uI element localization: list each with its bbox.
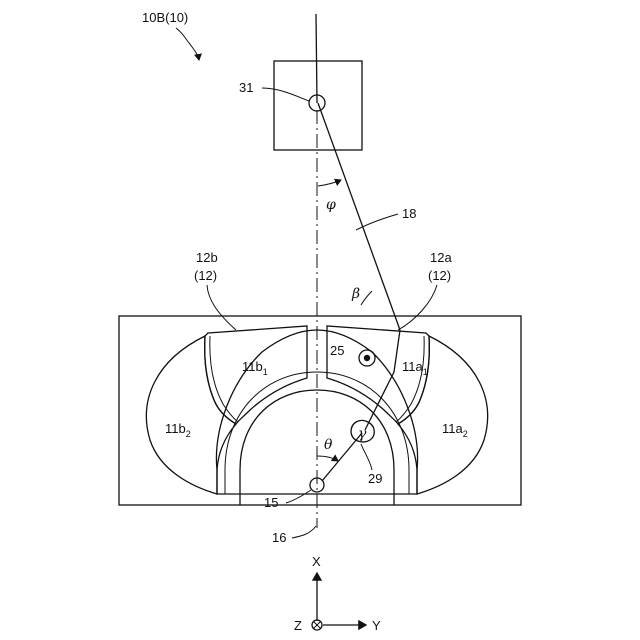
segment-11b2-label: 11b2 <box>165 421 191 439</box>
segment-11a1-label: 11a1 <box>402 359 428 377</box>
label-15: 15 <box>264 495 278 510</box>
axis-x-label: X <box>312 554 321 569</box>
label-31-leader <box>262 88 309 101</box>
axis-y-label: Y <box>372 618 381 633</box>
label-12a-parent: (12) <box>428 268 451 283</box>
label-12a: 12a <box>430 250 452 265</box>
label-12b-leader <box>207 285 236 330</box>
label-12b-parent: (12) <box>194 268 217 283</box>
label-16: 16 <box>272 530 286 545</box>
label-29: 29 <box>368 471 382 486</box>
vertical-input-line <box>316 14 317 103</box>
ref-main-leader <box>176 28 199 60</box>
segment-11b2 <box>146 336 236 494</box>
segment-11a1-inner-edge <box>396 336 424 422</box>
segment-11a2-label: 11a2 <box>442 421 468 439</box>
segment-11b1-label: 11b1 <box>242 359 268 377</box>
pin-25-inner <box>364 355 370 361</box>
label-31: 31 <box>239 80 253 95</box>
label-15-leader <box>286 490 311 503</box>
label-18: 18 <box>402 206 416 221</box>
segment-11b1-inner-edge <box>210 336 238 422</box>
arm-18-kink <box>394 330 400 372</box>
angle-beta-leader <box>361 291 372 305</box>
label-12b: 12b <box>196 250 218 265</box>
angle-gamma: γ <box>358 426 367 442</box>
angle-theta: θ <box>324 437 333 453</box>
label-12a-leader <box>398 285 437 330</box>
ref-main-label: 10B(10) <box>142 10 188 25</box>
label-25: 25 <box>330 343 344 358</box>
label-16-leader <box>292 526 316 538</box>
angle-beta: β <box>351 286 360 302</box>
axis-z-label: Z <box>294 618 302 633</box>
angle-phi-arc <box>318 180 341 186</box>
label-18-leader <box>356 214 398 230</box>
angle-theta-arc <box>317 456 338 461</box>
label-29-leader <box>361 444 372 470</box>
angle-phi: φ <box>326 197 336 213</box>
pivot-housing-box <box>274 61 362 150</box>
